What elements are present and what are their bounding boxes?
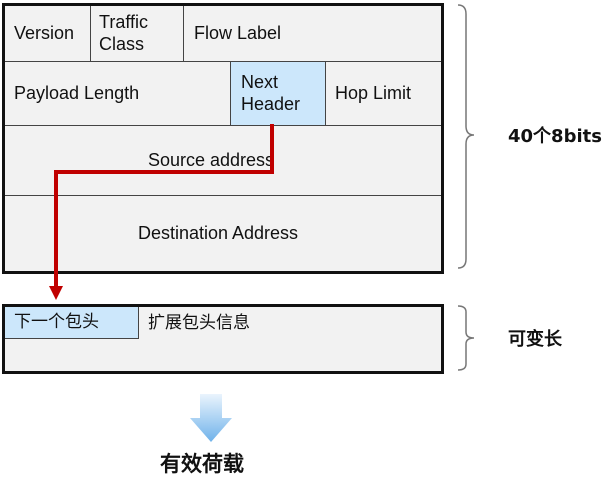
payload-down-arrow [190, 394, 232, 442]
next-header-pointer-arrow [54, 124, 274, 288]
flow-label-label: Flow Label [194, 22, 282, 43]
ext-next-header-label: 下一个包头 [14, 312, 99, 333]
traffic-class-field: Traffic Class [91, 6, 184, 62]
hop-limit-field: Hop Limit [326, 62, 441, 126]
destination-address-label: Destination Address [137, 222, 299, 243]
ipv6-header-box: Version Traffic Class Flow Label Payload… [2, 3, 444, 274]
next-header-pointer-arrowhead [49, 286, 63, 300]
ext-info-field: 扩展包头信息 [139, 307, 339, 339]
payload-label: 有效荷载 [160, 452, 244, 476]
ext-next-header-field: 下一个包头 [5, 307, 139, 339]
hop-limit-label: Hop Limit [335, 82, 412, 103]
source-address-field: Source address [5, 126, 441, 196]
flow-label-field: Flow Label [184, 6, 441, 62]
payload-length-label: Payload Length [14, 82, 140, 103]
version-label: Version [14, 22, 75, 43]
source-address-label: Source address [147, 150, 275, 170]
header-brace [457, 4, 475, 269]
next-header-label: Next Header [241, 71, 301, 114]
extension-size-label: 可变长 [508, 329, 562, 350]
destination-address-field: Destination Address [5, 196, 441, 271]
traffic-class-label: Traffic Class [99, 11, 149, 54]
extension-header-box: 下一个包头 扩展包头信息 [2, 304, 444, 374]
header-size-label: 40个8bits [508, 126, 602, 147]
ext-info-label: 扩展包头信息 [148, 312, 250, 333]
extension-brace [457, 305, 475, 371]
next-header-field: Next Header [231, 62, 326, 126]
payload-length-field: Payload Length [5, 62, 231, 126]
version-field: Version [5, 6, 91, 62]
